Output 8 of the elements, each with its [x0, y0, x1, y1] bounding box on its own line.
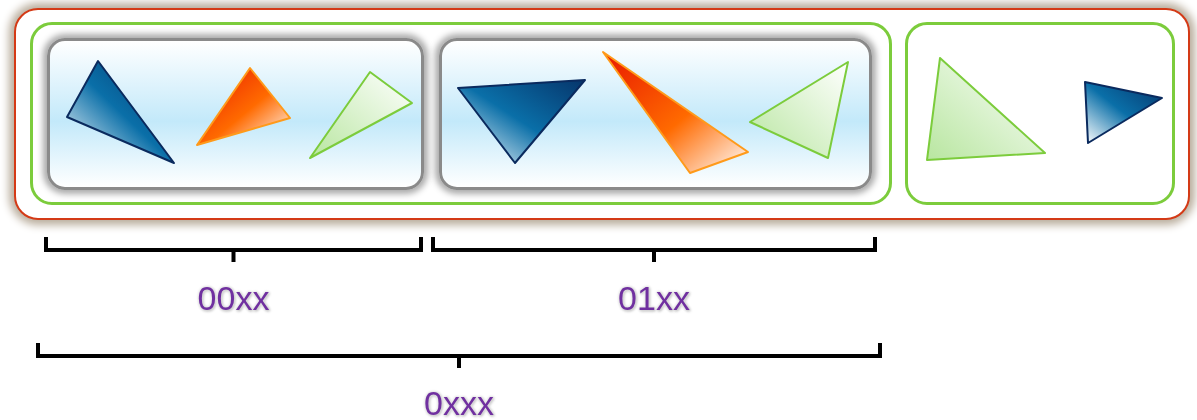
panel-box — [14, 8, 1190, 220]
range-label: 01xx — [618, 281, 690, 315]
range-label: 00xx — [197, 281, 270, 315]
panel-box — [439, 38, 872, 190]
range-label: 0xxx — [424, 386, 494, 420]
panel-box — [47, 38, 424, 190]
panel-box — [905, 22, 1175, 205]
panel-box — [30, 22, 892, 205]
